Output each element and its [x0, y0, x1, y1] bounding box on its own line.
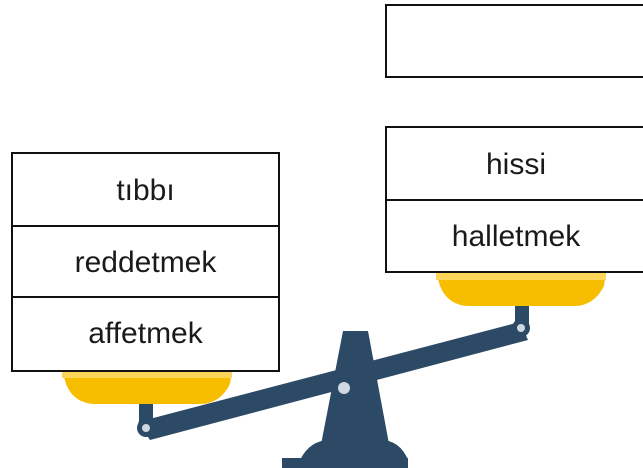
right-word-stack: hissi halletmek	[385, 126, 643, 273]
word-card[interactable]: tıbbı	[13, 154, 278, 227]
word-card-label: hissi	[485, 147, 546, 181]
right-pivot-dot	[517, 324, 525, 332]
word-card-label: tıbbı	[116, 173, 175, 207]
right-pan-rim	[436, 272, 606, 280]
word-card[interactable]: affetmek	[13, 296, 278, 369]
scale-stand-foot	[300, 440, 408, 460]
left-pan	[62, 370, 232, 404]
word-card-label: halletmek	[451, 219, 581, 253]
scale-base	[282, 458, 408, 468]
right-pan	[436, 272, 606, 306]
word-card[interactable]: hissi	[387, 128, 643, 201]
scale-beam	[138, 322, 528, 440]
word-card-label: reddetmek	[74, 245, 217, 279]
drop-slot[interactable]	[385, 4, 643, 78]
left-word-stack: tıbbı reddetmek affetmek	[11, 152, 280, 372]
word-card[interactable]: halletmek	[387, 199, 643, 272]
word-card[interactable]: reddetmek	[13, 225, 278, 298]
word-card-label: affetmek	[88, 316, 203, 350]
left-pivot-dot	[142, 424, 150, 432]
center-pivot	[338, 382, 350, 394]
left-pan-rim	[62, 370, 232, 378]
